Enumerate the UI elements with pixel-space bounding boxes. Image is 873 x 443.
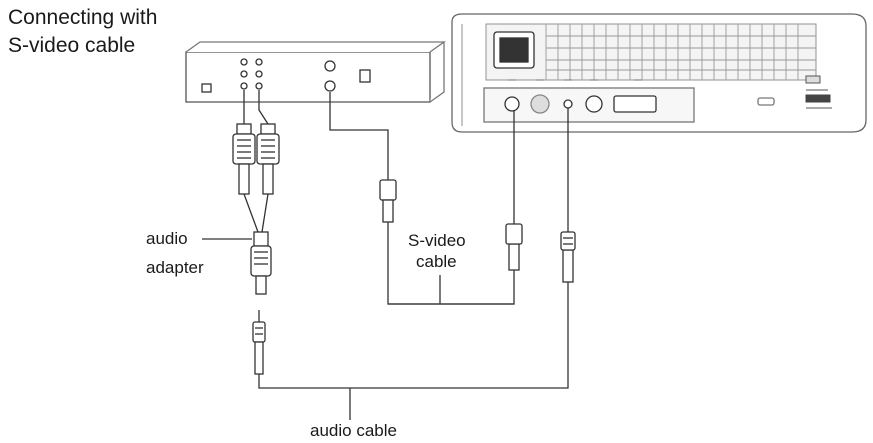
projector-ir-sensor [757,97,775,106]
projector [451,13,867,133]
projector-video-port [585,95,603,113]
svideo-cable [329,92,523,305]
projector-audio-in-jack [563,99,573,109]
svideo-cable-label-line-1: S-video [408,231,466,250]
projector-vent-grid [485,23,817,81]
projector-svideo-in-jack [504,96,520,112]
audio-adapter-label-line-2: adapter [146,258,204,277]
audio-cable-label: audio cable [310,421,397,440]
diagram-title-line-2: S-video cable [8,34,136,57]
svideo-cable-label-line-2: cable [416,252,457,271]
audio-cable [252,108,576,389]
device-audio-jacks [240,58,263,90]
projector-mouse-port [530,94,550,114]
audio-adapter-label-line-1: audio [146,229,188,248]
diagram-title-line-1: Connecting with [8,6,158,29]
device-port [359,69,371,83]
device-svideo-jack [324,60,336,72]
video-source-device [185,41,447,103]
device-indicator [201,83,212,93]
audio-adapter [232,90,280,295]
projector-computer-port [613,95,657,113]
device-video-jack [324,80,336,92]
projector-logo [805,75,832,109]
